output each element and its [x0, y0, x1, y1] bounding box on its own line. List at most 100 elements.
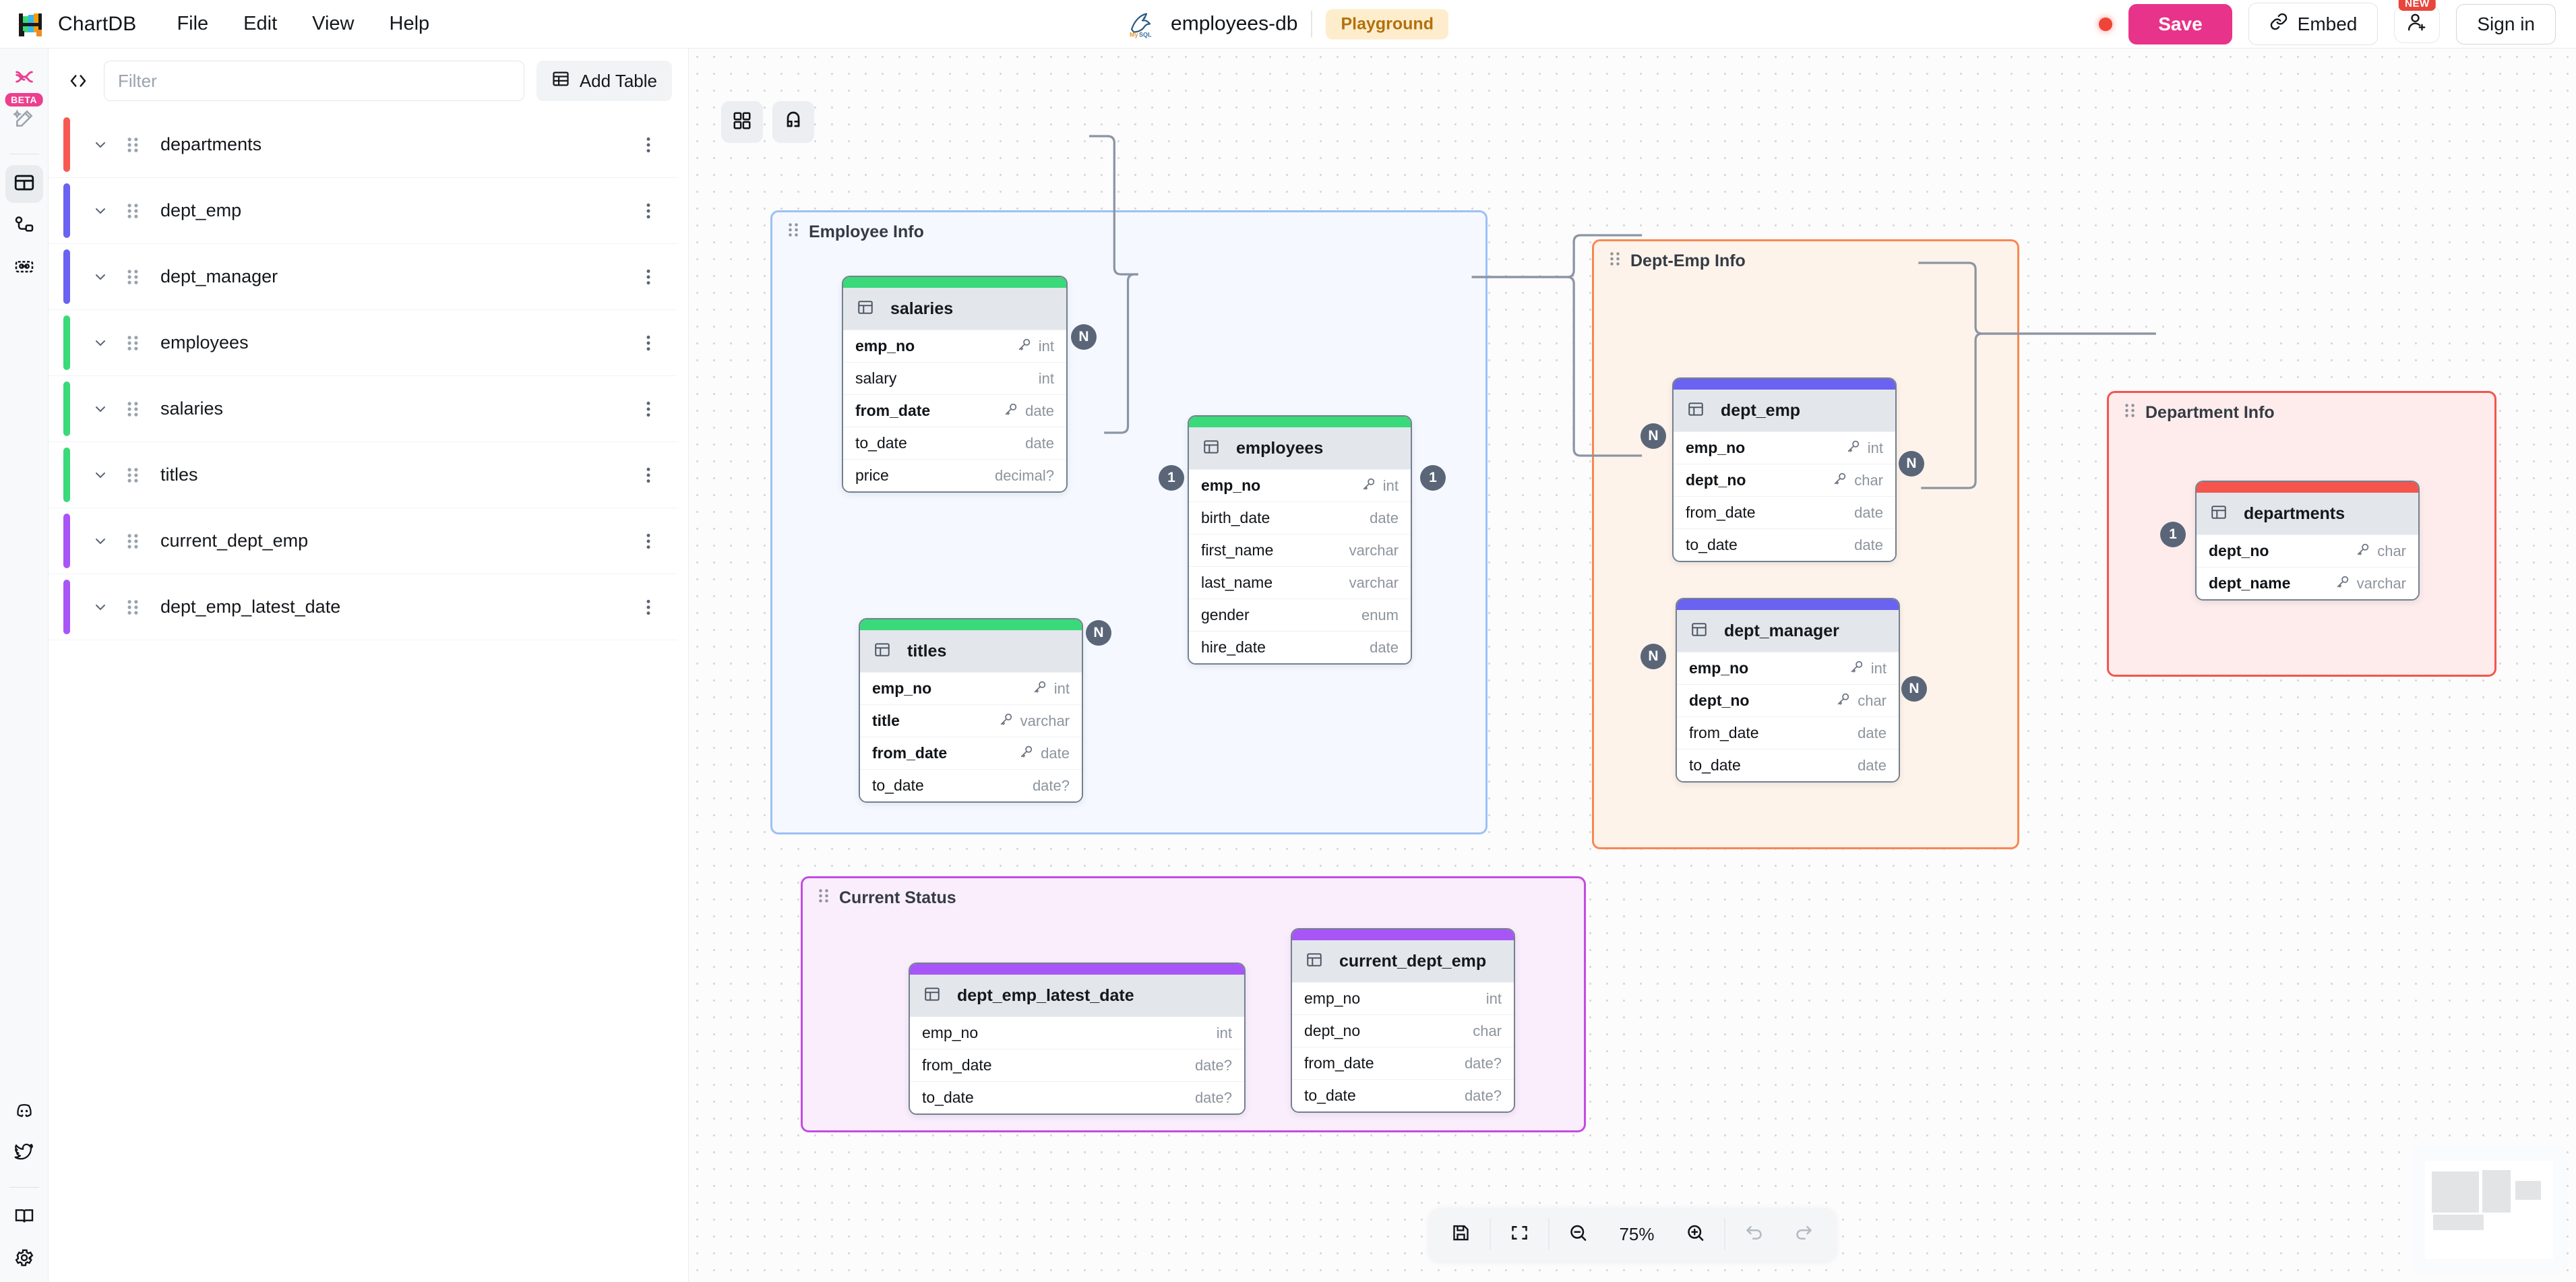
- twitter-link[interactable]: [5, 1134, 43, 1172]
- grid-toggle-button[interactable]: [721, 101, 763, 143]
- menu-help[interactable]: Help: [389, 13, 430, 34]
- table-list-item[interactable]: titles: [49, 442, 677, 508]
- docs-link[interactable]: [5, 1198, 43, 1236]
- table-list-item[interactable]: dept_manager: [49, 244, 677, 310]
- discord-link[interactable]: [5, 1093, 43, 1130]
- save-button[interactable]: Save: [2128, 3, 2232, 44]
- drag-handle-icon[interactable]: [818, 888, 830, 909]
- menu-view[interactable]: View: [312, 13, 355, 34]
- table-list-item[interactable]: employees: [49, 310, 677, 376]
- more-options-icon[interactable]: [637, 136, 660, 154]
- settings-button[interactable]: [5, 1240, 43, 1278]
- zoom-level[interactable]: 75%: [1619, 1223, 1655, 1244]
- table-list-item[interactable]: departments: [49, 112, 677, 178]
- table-header[interactable]: dept_emp: [1674, 390, 1895, 431]
- add-table-button[interactable]: Add Table: [536, 61, 672, 101]
- canvas-minimap[interactable]: [2412, 1146, 2567, 1274]
- drag-handle-icon[interactable]: [121, 466, 144, 484]
- sidebar-item-relationships[interactable]: [5, 207, 43, 245]
- drag-handle-icon[interactable]: [121, 400, 144, 418]
- sign-in-button[interactable]: Sign in: [2456, 3, 2556, 44]
- table-list-item[interactable]: current_dept_emp: [49, 508, 677, 574]
- zoom-out-button[interactable]: [1554, 1212, 1603, 1256]
- redo-button[interactable]: [1779, 1212, 1829, 1256]
- chevron-down-icon[interactable]: [86, 203, 115, 219]
- drag-handle-icon[interactable]: [121, 268, 144, 286]
- chevron-down-icon[interactable]: [86, 335, 115, 351]
- chevron-down-icon[interactable]: [86, 401, 115, 417]
- table-header[interactable]: salaries: [843, 288, 1066, 330]
- chevron-down-icon[interactable]: [86, 467, 115, 483]
- fit-to-screen-button[interactable]: [1495, 1212, 1545, 1256]
- more-options-icon[interactable]: [637, 400, 660, 418]
- code-brackets-icon[interactable]: [65, 67, 92, 94]
- more-options-icon[interactable]: [637, 268, 660, 286]
- table-header[interactable]: dept_emp_latest_date: [910, 975, 1244, 1016]
- filter-input[interactable]: [104, 61, 524, 101]
- add-user-button[interactable]: NEW: [2394, 0, 2441, 43]
- more-options-icon[interactable]: [637, 202, 660, 220]
- table-list-item[interactable]: dept_emp_latest_date: [49, 574, 677, 640]
- magic-wand-icon-button[interactable]: BETA: [5, 93, 43, 139]
- more-options-icon[interactable]: [637, 532, 660, 550]
- chevron-down-icon[interactable]: [86, 137, 115, 153]
- save-diagram-button[interactable]: [1436, 1212, 1486, 1256]
- chartdb-ribbon-icon-button[interactable]: [5, 59, 43, 97]
- magnet-snap-button[interactable]: [772, 101, 814, 143]
- chevron-down-icon[interactable]: [86, 533, 115, 549]
- more-options-icon[interactable]: [637, 466, 660, 484]
- more-options-icon[interactable]: [637, 599, 660, 616]
- drag-handle-icon[interactable]: [2124, 402, 2136, 423]
- drag-handle-icon[interactable]: [121, 599, 144, 616]
- drag-handle-icon[interactable]: [121, 334, 144, 352]
- menu-edit[interactable]: Edit: [243, 13, 278, 34]
- sidebar-item-tables[interactable]: [5, 165, 43, 203]
- chevron-down-icon[interactable]: [86, 599, 115, 615]
- undo-button[interactable]: [1729, 1212, 1779, 1256]
- more-options-icon[interactable]: [637, 334, 660, 352]
- table-header[interactable]: current_dept_emp: [1292, 940, 1514, 982]
- drag-handle-icon[interactable]: [121, 202, 144, 220]
- table-header[interactable]: titles: [860, 630, 1082, 672]
- table-header[interactable]: departments: [2197, 493, 2418, 535]
- sidebar-item-dependencies[interactable]: [5, 249, 43, 286]
- table-header[interactable]: dept_manager: [1677, 610, 1899, 652]
- table-list-item[interactable]: dept_emp: [49, 178, 677, 244]
- drag-handle-icon[interactable]: [787, 222, 799, 243]
- drag-handle-icon[interactable]: [1609, 251, 1621, 272]
- drag-handle-icon[interactable]: [121, 532, 144, 550]
